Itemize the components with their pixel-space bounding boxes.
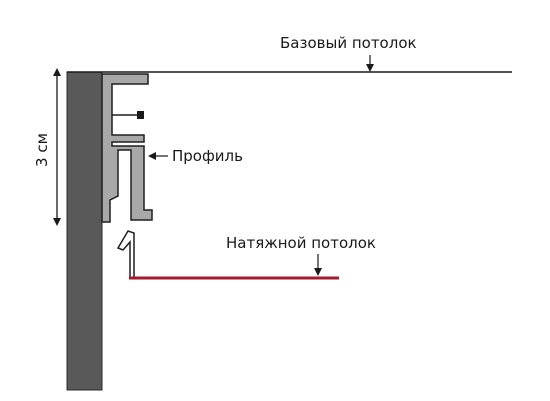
dimension-label: 3 см xyxy=(33,133,51,167)
wall xyxy=(66,71,103,391)
base-ceiling-label: Базовый потолок xyxy=(280,34,417,52)
harpoon-hook xyxy=(116,230,135,279)
profile-label: Профиль xyxy=(172,147,243,165)
profile-screw xyxy=(112,111,144,119)
profile-shape xyxy=(101,73,153,223)
stretch-ceiling-label: Натяжной потолок xyxy=(226,234,376,252)
